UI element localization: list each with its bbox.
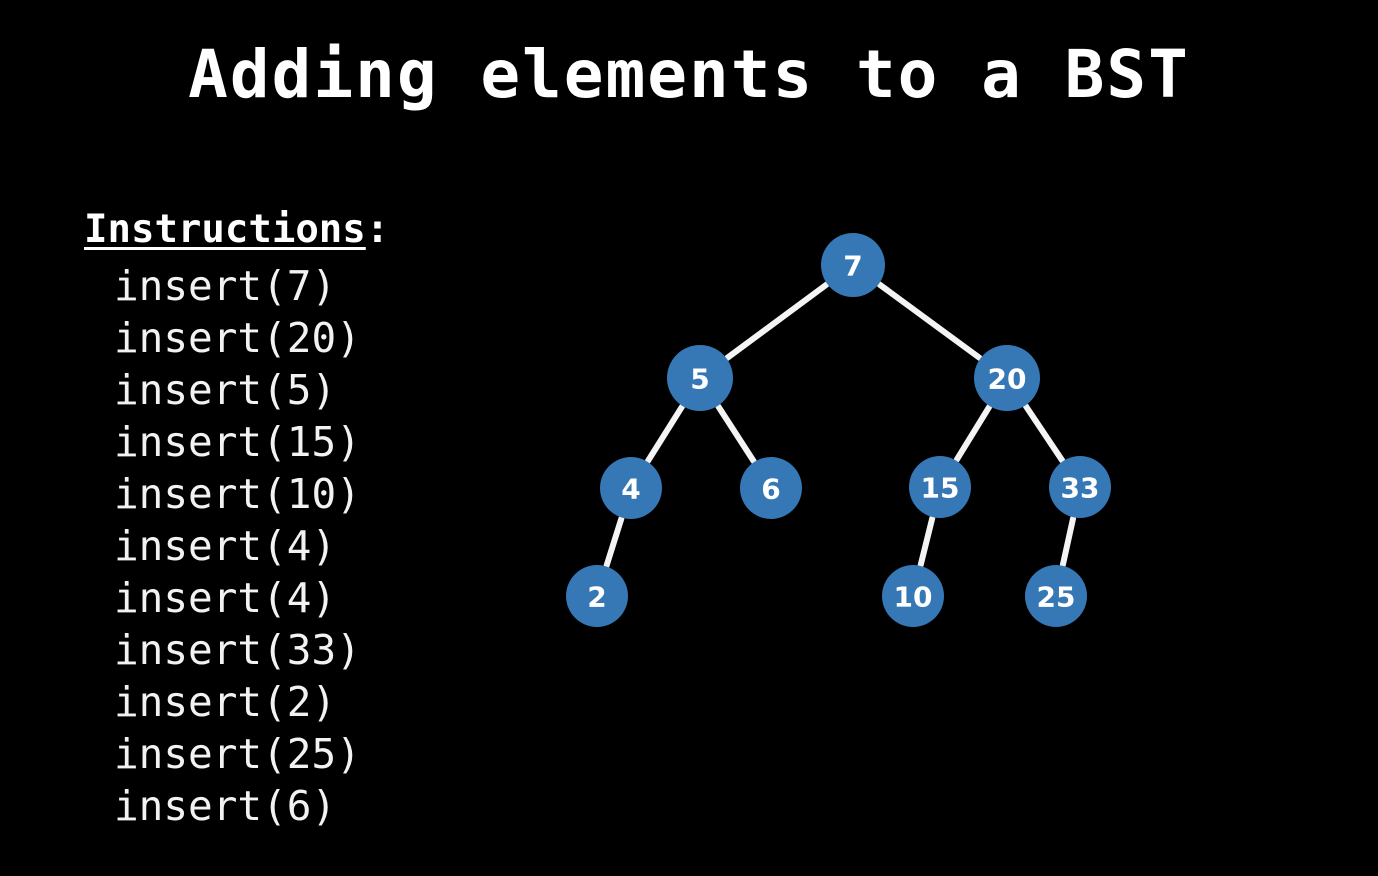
list-item: insert(15) [114, 418, 361, 466]
bst-tree-diagram: 7 5 20 4 6 15 33 2 10 25 [540, 215, 1160, 655]
tree-node-7[interactable]: 7 [821, 233, 885, 297]
tree-node-5[interactable]: 5 [667, 345, 733, 411]
tree-node-label: 20 [988, 363, 1027, 396]
tree-svg: 7 5 20 4 6 15 33 2 10 25 [566, 233, 1111, 627]
tree-edge-group [603, 281, 1077, 569]
tree-node-label: 2 [587, 581, 606, 614]
tree-node-4[interactable]: 4 [600, 457, 662, 519]
tree-edge-n15-n10 [917, 515, 936, 568]
tree-edge-n4-n2 [603, 515, 625, 569]
list-item: insert(25) [114, 730, 361, 778]
tree-node-group: 7 5 20 4 6 15 33 2 10 25 [566, 233, 1111, 627]
list-item: insert(6) [114, 782, 337, 830]
tree-node-circle[interactable] [600, 457, 662, 519]
list-item: insert(4) [114, 522, 337, 570]
list-item: insert(20) [114, 314, 361, 362]
tree-node-10[interactable]: 10 [882, 565, 944, 627]
tree-node-33[interactable]: 33 [1049, 456, 1111, 518]
tree-edge-n33-n25 [1059, 515, 1077, 568]
list-item: insert(10) [114, 470, 361, 518]
list-item: insert(4) [114, 574, 337, 622]
list-item: insert(2) [114, 678, 337, 726]
tree-edge-n5-n4 [645, 403, 685, 464]
page-title: Adding elements to a BST [188, 36, 1190, 113]
list-item: insert(5) [114, 366, 337, 414]
tree-edge-n5-n6 [715, 403, 757, 465]
tree-edge-n7-n5 [724, 281, 830, 361]
instructions-heading-colon: : [365, 207, 390, 252]
tree-node-circle[interactable] [909, 456, 971, 518]
tree-node-label: 33 [1061, 472, 1100, 505]
tree-node-label: 15 [921, 472, 960, 505]
instructions-heading: Instructions: [84, 206, 514, 254]
tree-edge-n20-n33 [1022, 403, 1066, 464]
tree-node-label: 6 [761, 473, 780, 506]
tree-node-label: 4 [621, 473, 640, 506]
tree-node-15[interactable]: 15 [909, 456, 971, 518]
tree-node-circle[interactable] [974, 345, 1040, 411]
tree-node-circle[interactable] [1025, 565, 1087, 627]
list-item: insert(33) [114, 626, 361, 674]
tree-node-circle[interactable] [667, 345, 733, 411]
tree-node-circle[interactable] [1049, 456, 1111, 518]
tree-edge-n20-n15 [953, 403, 993, 463]
tree-node-2[interactable]: 2 [566, 565, 628, 627]
tree-node-circle[interactable] [740, 457, 802, 519]
instructions-heading-label: Instructions [84, 207, 366, 252]
tree-node-6[interactable]: 6 [740, 457, 802, 519]
tree-node-label: 5 [690, 363, 709, 396]
tree-edge-n7-n20 [876, 281, 983, 361]
list-item: insert(7) [114, 262, 337, 310]
tree-node-circle[interactable] [821, 233, 885, 297]
instructions-list: insert(7) insert(20) insert(5) insert(15… [84, 260, 514, 832]
tree-node-circle[interactable] [566, 565, 628, 627]
tree-node-20[interactable]: 20 [974, 345, 1040, 411]
tree-node-label: 7 [843, 250, 862, 283]
instructions-panel: Instructions: insert(7) insert(20) inser… [84, 206, 514, 832]
tree-node-25[interactable]: 25 [1025, 565, 1087, 627]
tree-node-circle[interactable] [882, 565, 944, 627]
tree-node-label: 10 [894, 581, 933, 614]
tree-node-label: 25 [1037, 581, 1076, 614]
